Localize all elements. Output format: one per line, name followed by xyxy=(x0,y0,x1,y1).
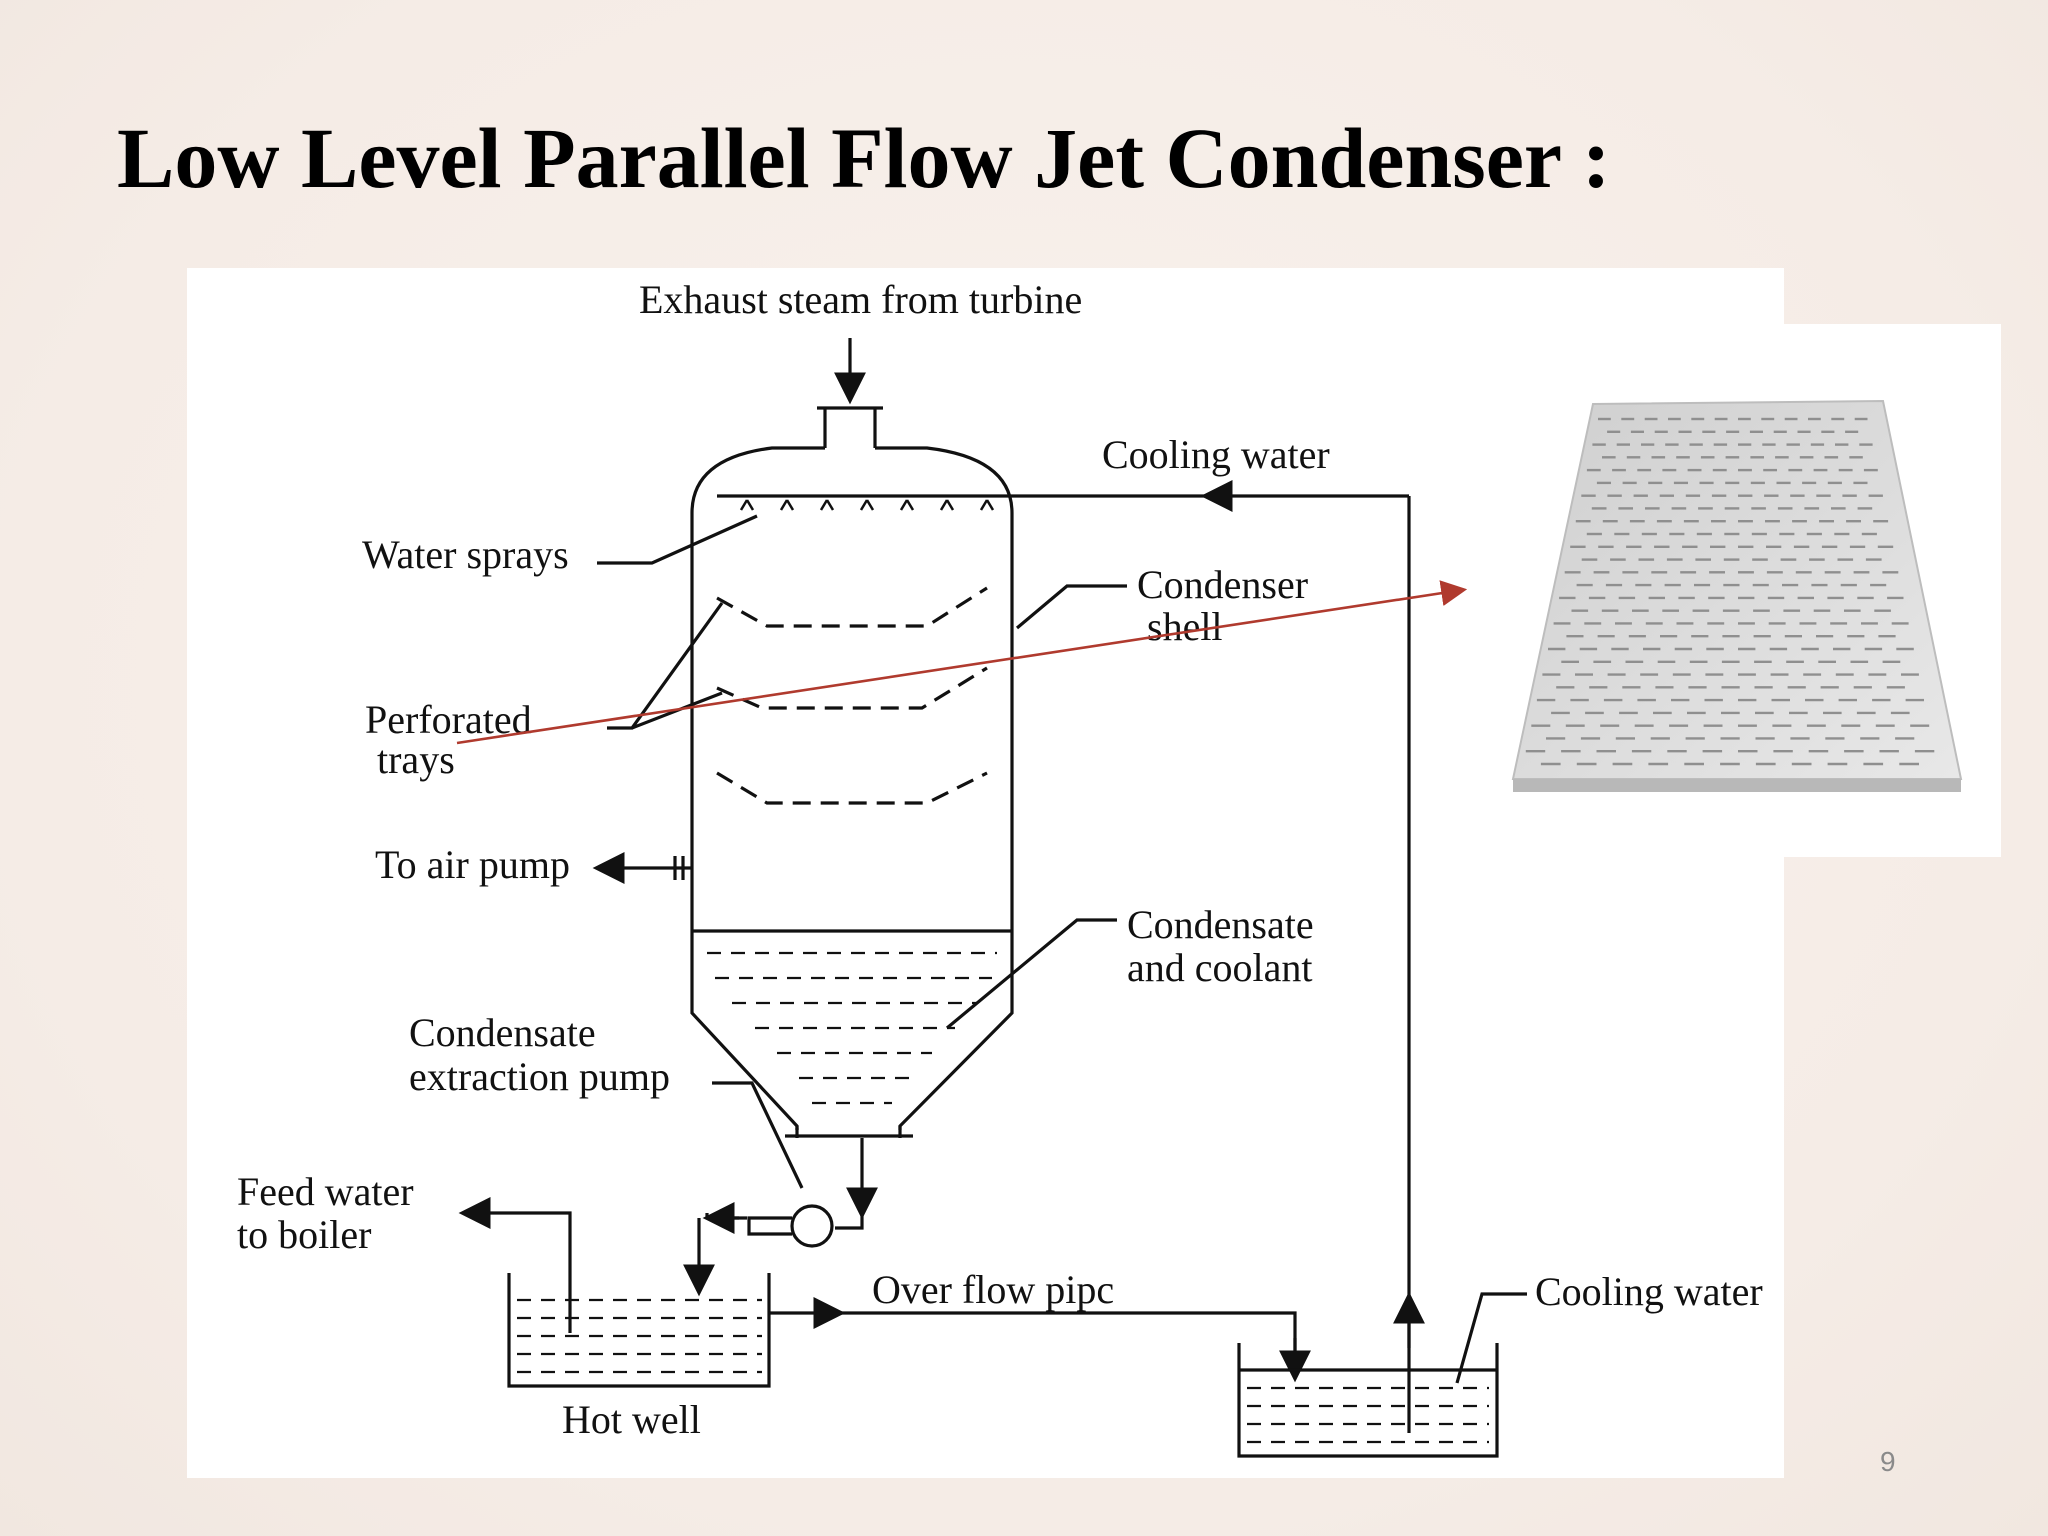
air-outlet-flange xyxy=(673,856,685,880)
label-exhaust-steam: Exhaust steam from turbine xyxy=(639,277,1082,322)
feed-water-pipe xyxy=(458,1197,572,1333)
tray-1 xyxy=(716,586,988,628)
label-condenser-shell-1: Condenser xyxy=(1137,562,1308,607)
perforated-tray-image xyxy=(1511,399,1963,792)
label-feed-water-1: Feed water xyxy=(237,1169,414,1214)
label-condensate-coolant-2: and coolant xyxy=(1127,945,1313,990)
hot-well-water xyxy=(517,1298,762,1374)
perforated-tray-photo xyxy=(1473,324,2001,857)
label-feed-water-2: to boiler xyxy=(237,1212,371,1257)
label-extraction-pump-1: Condensate xyxy=(409,1010,596,1055)
tray-edge xyxy=(1513,779,1961,792)
label-condensate-coolant-1: Condensate xyxy=(1127,902,1314,947)
tray-3 xyxy=(716,771,988,805)
label-perforated-trays-1: Perforated xyxy=(365,697,532,742)
label-perforated-trays-2: trays xyxy=(377,737,455,782)
condenser-diagram: Exhaust steam from turbine xyxy=(237,277,1763,1458)
condensate-coolant-leader xyxy=(945,918,1117,1030)
pump-outlet xyxy=(747,1216,792,1236)
spray-nozzles xyxy=(739,499,995,511)
overflow-pipe xyxy=(839,1311,1297,1363)
extraction-pump-leader xyxy=(712,1081,804,1189)
steam-inlet-nozzle xyxy=(817,406,883,448)
label-hot-well: Hot well xyxy=(562,1397,701,1442)
label-water-sprays: Water sprays xyxy=(362,532,569,577)
water-sprays-leader xyxy=(597,514,758,565)
extraction-pump xyxy=(790,1204,834,1248)
condenser-shell xyxy=(690,446,1014,1138)
label-cooling-water-top: Cooling water xyxy=(1102,432,1330,477)
perforated-trays-leader xyxy=(607,602,724,730)
label-over-flow-pipe: Over flow pipc xyxy=(872,1267,1114,1312)
label-extraction-pump-2: extraction pump xyxy=(409,1054,670,1099)
tray-2 xyxy=(716,666,988,710)
tray-photo-pointer xyxy=(456,580,1468,745)
condenser-shell-leader xyxy=(1015,584,1127,630)
condensate-hatching xyxy=(707,951,997,1105)
cooling-water-tank xyxy=(1237,1343,1499,1458)
label-condenser-shell-2: shell xyxy=(1147,604,1223,649)
hot-well-tank xyxy=(507,1273,771,1388)
label-cooling-water-bottom: Cooling water xyxy=(1535,1269,1763,1314)
page-number: 9 xyxy=(1880,1446,1896,1477)
tray-perforations xyxy=(1525,417,1935,766)
cooling-tank-water xyxy=(1247,1386,1489,1444)
slide-title: Low Level Parallel Flow Jet Condenser : xyxy=(117,110,1611,206)
cooling-water-bottom-leader xyxy=(1455,1292,1527,1384)
label-to-air-pump: To air pump xyxy=(375,842,570,887)
